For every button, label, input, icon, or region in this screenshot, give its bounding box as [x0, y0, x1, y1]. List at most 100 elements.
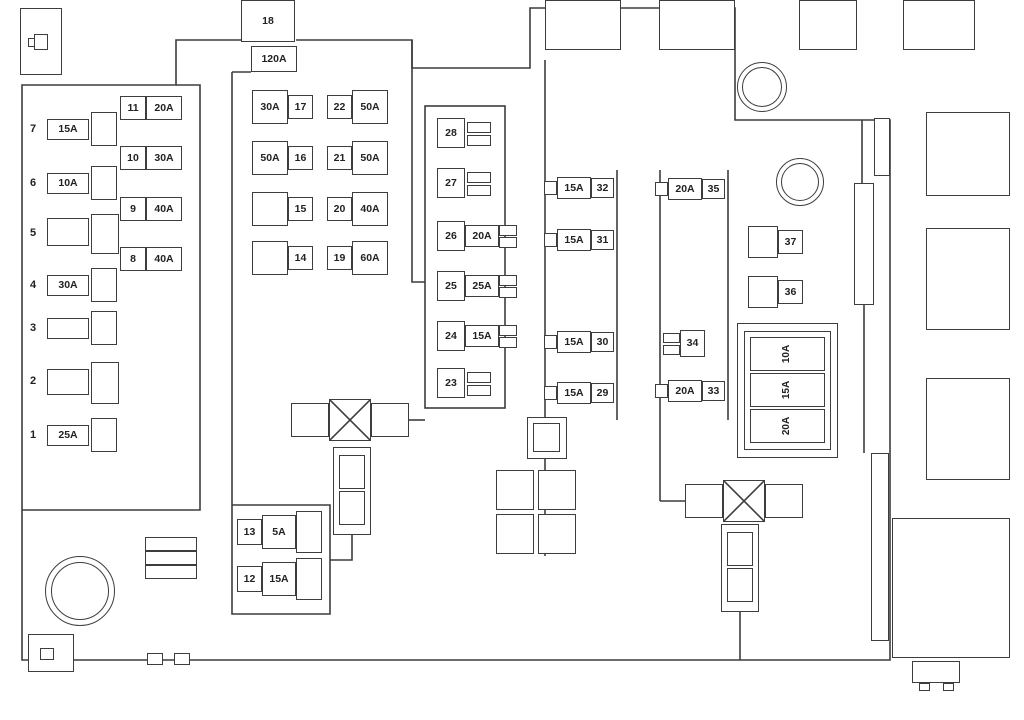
relay-connector-cell	[727, 532, 753, 566]
fuse-37-num: 37	[778, 230, 803, 254]
top-connector-3	[799, 0, 857, 50]
x-mark-icon	[330, 400, 370, 440]
connector	[91, 418, 117, 452]
fuse-20-amp: 40A	[352, 192, 388, 226]
fuse-18-amp: 120A	[251, 46, 297, 72]
fuse-31-num: 31	[591, 230, 614, 250]
fuse-6-num: 6	[24, 173, 42, 194]
fuse-32-num: 32	[591, 178, 614, 198]
fuse-5-num: 5	[24, 220, 42, 246]
right-narrow-connector-2	[871, 453, 889, 641]
fuse-16-num: 16	[288, 146, 313, 170]
mounting-hole-bottom-left-inner	[51, 562, 109, 620]
relay-slot-2: 15A	[750, 373, 825, 407]
fuse-16-amp: 50A	[252, 141, 288, 175]
connector-pin	[655, 384, 668, 398]
fuse-2-amp	[47, 369, 89, 395]
fuse-17-num: 17	[288, 95, 313, 119]
fuse-24-num: 24	[437, 321, 465, 351]
connector-pin	[467, 385, 491, 396]
relay-connector-cell	[339, 455, 365, 489]
connector-pin	[663, 345, 680, 355]
fuse-33-amp: 20A	[668, 380, 702, 402]
fuse-11-num: 11	[120, 96, 146, 120]
connector	[91, 362, 119, 404]
connector-pin	[499, 275, 517, 286]
connector	[296, 558, 322, 600]
fuse-31-amp: 15A	[557, 229, 591, 251]
fuse-18-num: 18	[241, 0, 295, 42]
fuse-26-num: 26	[437, 221, 465, 251]
mounting-foot	[174, 653, 190, 665]
fuse-36-num: 36	[778, 280, 803, 304]
connector	[91, 268, 117, 302]
fuse-2-num: 2	[24, 369, 42, 393]
fuse-33-num: 33	[702, 381, 725, 401]
relay-slot-2-amp: 15A	[781, 380, 793, 400]
fuse-19-num: 19	[327, 246, 352, 270]
fuse-30-amp: 15A	[557, 331, 591, 353]
fuse-14-num: 14	[288, 246, 313, 270]
terminal-plate	[145, 537, 197, 551]
connector	[291, 403, 329, 437]
fuse-34-num: 34	[680, 330, 705, 357]
connector-pin	[499, 287, 517, 298]
right-narrow-connector-3	[874, 118, 890, 176]
relay-connector-cell	[727, 568, 753, 602]
fuse-9-amp: 40A	[146, 197, 182, 221]
crossed-connector	[723, 480, 765, 522]
connector	[685, 484, 723, 518]
right-connector-4	[892, 518, 1010, 658]
fuse-25-amp: 25A	[465, 275, 499, 297]
fuse-28-num: 28	[437, 118, 465, 148]
top-connector-4	[903, 0, 975, 50]
connector-pin	[544, 181, 557, 195]
fuse-7-amp: 15A	[47, 119, 89, 140]
relay-connector-cell	[339, 491, 365, 525]
fuse-15-amp	[252, 192, 288, 226]
fuse-19-amp: 60A	[352, 241, 388, 275]
fuse-8-num: 8	[120, 247, 146, 271]
relay-slot-1-amp: 10A	[781, 344, 793, 364]
relay-slot-3-amp: 20A	[781, 416, 793, 436]
connector	[538, 470, 576, 510]
fuse-10-num: 10	[120, 146, 146, 170]
connector	[538, 514, 576, 554]
right-connector-1	[926, 112, 1010, 196]
fuse-13-num: 13	[237, 519, 262, 545]
bottom-left-connector-pin	[40, 648, 54, 660]
fuse-10-amp: 30A	[146, 146, 182, 170]
right-narrow-connector-1	[854, 183, 874, 305]
fuse-32-amp: 15A	[557, 177, 591, 199]
connector-pin	[499, 237, 517, 248]
mounting-hole-bottom-left	[45, 556, 115, 626]
top-left-connector-nub	[28, 38, 35, 47]
fuse-4-amp: 30A	[47, 275, 89, 296]
fuse-1-num: 1	[24, 425, 42, 446]
connector-pin	[544, 386, 557, 400]
connector-pin	[467, 185, 491, 196]
connector	[371, 403, 409, 437]
connector	[496, 470, 534, 510]
fuse-6-amp: 10A	[47, 173, 89, 194]
mounting-hole-top	[737, 62, 787, 112]
top-left-connector-pin	[34, 34, 48, 50]
fuse-21-amp: 50A	[352, 141, 388, 175]
connector-pin	[467, 172, 491, 183]
fuse-24-amp: 15A	[465, 325, 499, 347]
fuse-15-num: 15	[288, 197, 313, 221]
terminal-plate	[145, 565, 197, 579]
connector-inner	[533, 423, 560, 452]
fuse-35-num: 35	[702, 179, 725, 199]
fuse-11-amp: 20A	[146, 96, 182, 120]
fuse-5-amp	[47, 218, 89, 246]
x-mark-icon	[724, 481, 764, 521]
fuse-7-num: 7	[24, 119, 42, 140]
fuse-13-amp: 5A	[262, 515, 296, 549]
connector	[765, 484, 803, 518]
connector-pin	[467, 135, 491, 146]
fuse-22-amp: 50A	[352, 90, 388, 124]
connector	[91, 214, 119, 254]
